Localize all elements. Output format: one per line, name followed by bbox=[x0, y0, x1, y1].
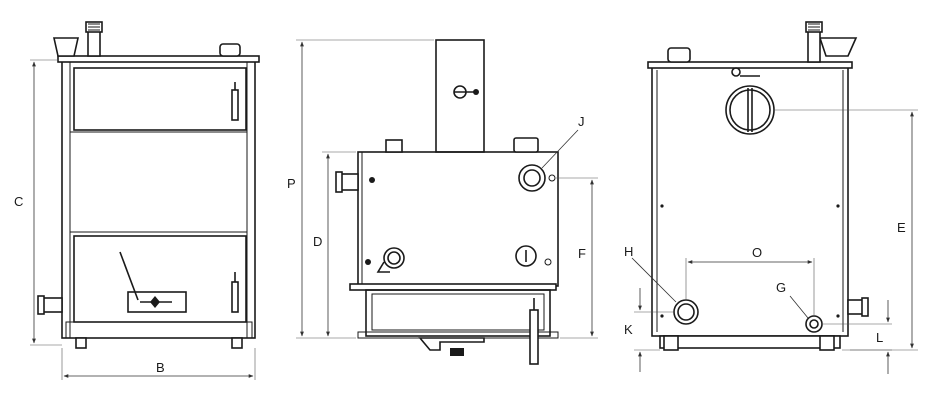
lower-door bbox=[73, 235, 247, 323]
back-vent-pipe bbox=[807, 29, 821, 63]
leader-j bbox=[541, 129, 579, 169]
label-h: H bbox=[624, 244, 633, 259]
side-bottom-bracket bbox=[418, 337, 485, 351]
label-f: F bbox=[578, 246, 586, 261]
lower-door-handle bbox=[231, 281, 239, 313]
middle-panel bbox=[69, 131, 248, 233]
front-foot-left bbox=[75, 337, 87, 349]
label-b: B bbox=[156, 360, 165, 375]
port-g bbox=[805, 315, 823, 333]
side-gauge bbox=[515, 245, 537, 267]
label-d: D bbox=[313, 234, 322, 249]
label-j: J bbox=[578, 114, 585, 129]
front-view: C B bbox=[14, 21, 260, 380]
ash-pan bbox=[365, 289, 551, 337]
side-lower-fitting bbox=[383, 247, 405, 269]
leader-h bbox=[631, 257, 677, 303]
leader-g bbox=[789, 295, 809, 319]
front-top-plate bbox=[57, 55, 260, 63]
back-body bbox=[651, 65, 849, 337]
front-hopper bbox=[53, 37, 79, 57]
back-top-plate bbox=[647, 61, 853, 69]
front-body bbox=[61, 59, 256, 339]
ash-pan-handle bbox=[529, 309, 539, 365]
flue-chimney bbox=[435, 39, 485, 153]
front-vent-pipe bbox=[87, 29, 101, 57]
label-k: K bbox=[624, 322, 633, 337]
upper-door-handle bbox=[231, 89, 239, 121]
side-top-fitting-right bbox=[513, 137, 539, 153]
label-o: O bbox=[752, 245, 762, 260]
back-hopper bbox=[818, 37, 858, 57]
label-c: C bbox=[14, 194, 23, 209]
back-top-fitting bbox=[667, 47, 691, 63]
outlet-j bbox=[518, 164, 546, 192]
back-flue-outlet bbox=[725, 85, 775, 135]
front-top-fitting bbox=[219, 43, 241, 57]
air-inlet-window bbox=[127, 291, 187, 313]
back-view: O H G E K L bbox=[624, 21, 918, 374]
label-g: G bbox=[776, 280, 786, 295]
front-side-pipe bbox=[41, 297, 63, 313]
side-view: P D F J bbox=[287, 39, 598, 365]
front-foot-right bbox=[231, 337, 243, 349]
label-l: L bbox=[876, 330, 883, 345]
side-top-fitting-left bbox=[385, 139, 403, 153]
ash-pan-lip bbox=[349, 283, 557, 291]
label-p: P bbox=[287, 176, 296, 191]
label-e: E bbox=[897, 220, 906, 235]
upper-door bbox=[73, 67, 247, 131]
back-base bbox=[659, 335, 841, 349]
